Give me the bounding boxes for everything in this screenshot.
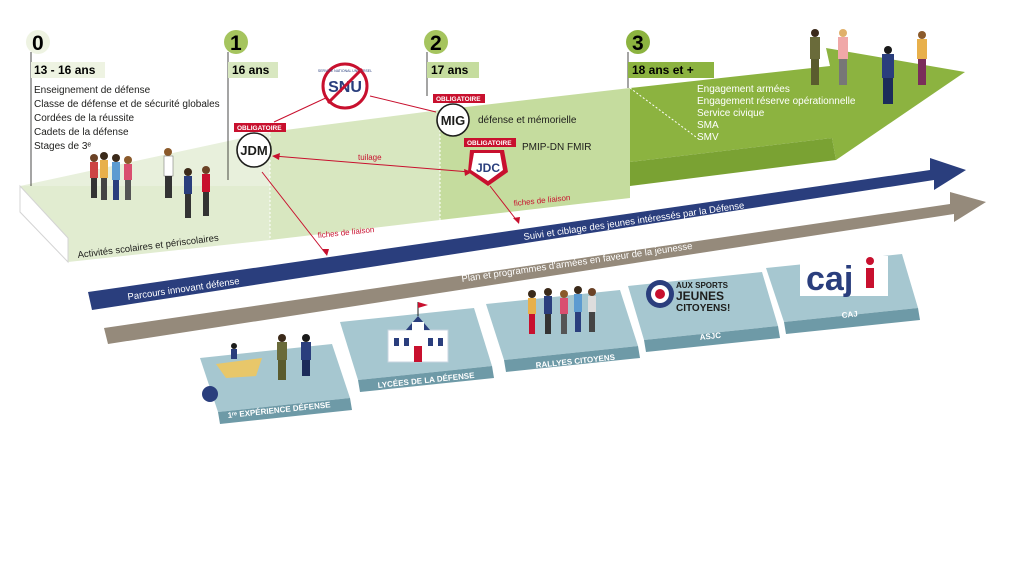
step-0-age-box	[31, 62, 105, 78]
obligatoire-badge-label: OBLIGATOIRE	[467, 140, 512, 147]
progression-arrow	[19, 48, 965, 264]
platform-1: 1ʳᵉ EXPÉRIENCE DÉFENSE	[200, 334, 352, 424]
platform-2: LYCÉES DE LA DÉFENSE	[340, 302, 494, 392]
stage-1-band	[270, 110, 440, 240]
step-2-age: 17 ans	[431, 63, 469, 77]
step-0-circle	[26, 30, 50, 54]
obligatoire-badge	[234, 123, 286, 132]
asjc-logo-line: JEUNES	[676, 289, 724, 303]
platform-4-label: ASJC	[699, 331, 721, 342]
arrowhead	[322, 249, 329, 256]
step-0-age: 13 - 16 ans	[34, 63, 96, 77]
caj-logo-text: caj	[806, 260, 853, 298]
platform-5: caj CAJ	[766, 254, 920, 334]
mig-node: OBLIGATOIRE MIG	[433, 94, 485, 137]
step-2-number: 2	[430, 32, 442, 55]
step-1-age-box	[228, 62, 278, 78]
platform-3: RALLYES CITOYENS	[486, 286, 640, 372]
platform-4: AUX SPORTS JEUNES CITOYENS! ASJC	[628, 272, 780, 352]
step-3-item: SMV	[697, 132, 719, 143]
stage-3-shade	[630, 138, 836, 186]
asjc-logo: AUX SPORTS JEUNES CITOYENS!	[646, 280, 730, 314]
youth-group-illustration	[90, 148, 210, 218]
separator-line	[629, 87, 701, 141]
step-2-circle	[424, 30, 448, 54]
connectors	[261, 95, 519, 255]
step-1-number: 1	[230, 32, 242, 55]
step-3-number: 3	[632, 32, 644, 55]
step-2-pmip: PMIP-DN FMIR	[522, 142, 591, 153]
platform-5-label: CAJ	[841, 309, 858, 320]
stage-0-side	[19, 184, 69, 264]
step-0-item: Classe de défense et de sécurité globale…	[34, 99, 220, 110]
step-0-item: Cordées de la réussite	[34, 113, 134, 124]
jdc-node: OBLIGATOIRE JDC	[464, 138, 516, 186]
step-2-extra: défense et mémorielle	[478, 115, 577, 126]
suivi-label: Suivi et ciblage des jeunes intéressés p…	[523, 200, 745, 243]
step-2: 2 17 ans défense et mémorielle PMIP-DN F…	[424, 30, 591, 153]
step-3-age-box	[628, 62, 714, 78]
step-1-age: 16 ans	[232, 63, 270, 77]
rally-group-icon	[528, 286, 596, 334]
target-icon	[202, 386, 218, 402]
obligatoire-badge	[433, 94, 485, 103]
step-0-number: 0	[32, 32, 44, 55]
step-3-circle	[626, 30, 650, 54]
step-1-circle	[224, 30, 248, 54]
step-3-item: Service civique	[697, 108, 765, 119]
jdm-label: JDM	[240, 143, 267, 158]
step-3-age: 18 ans et +	[632, 63, 694, 77]
step-3: 3 18 ans et + Engagement armées Engageme…	[626, 30, 856, 143]
step-3-item: SMA	[697, 120, 719, 131]
step-0-item: Cadets de la défense	[34, 127, 129, 138]
snu-node: SERVICE NATIONAL UNIVERSEL SNU	[318, 62, 372, 110]
stage-2-band	[440, 88, 630, 220]
adults-illustration	[810, 29, 927, 104]
obligatoire-badge-label: OBLIGATOIRE	[436, 96, 481, 103]
step-1: 1 16 ans	[224, 30, 278, 180]
jdm-node: OBLIGATOIRE JDM	[234, 123, 286, 168]
caj-logo: caj	[800, 256, 888, 298]
obligatoire-badge	[464, 138, 516, 147]
school-building-icon	[387, 302, 449, 363]
step-0-item: Enseignement de défense	[34, 85, 151, 96]
jdc-label: JDC	[476, 161, 500, 175]
asjc-logo-line: CITOYENS!	[676, 303, 730, 314]
arrowhead	[513, 217, 520, 224]
obligatoire-badge-label: OBLIGATOIRE	[237, 125, 282, 132]
mig-label: MIG	[441, 113, 466, 128]
arrowhead	[464, 169, 472, 176]
tuilage-label: tuilage	[358, 153, 382, 162]
stage-3-arrow	[630, 48, 965, 162]
step-0-item: Stages de 3ᵉ	[34, 141, 91, 152]
step-3-item: Engagement réserve opérationnelle	[697, 96, 856, 107]
step-2-age-box	[427, 62, 479, 78]
asjc-logo-line: AUX SPORTS	[676, 281, 729, 290]
snu-small-label: SERVICE NATIONAL UNIVERSEL	[318, 69, 372, 73]
arrowhead	[272, 153, 280, 160]
step-0: 0 13 - 16 ans Enseignement de défense Cl…	[26, 30, 220, 186]
step-3-item: Engagement armées	[697, 84, 790, 95]
